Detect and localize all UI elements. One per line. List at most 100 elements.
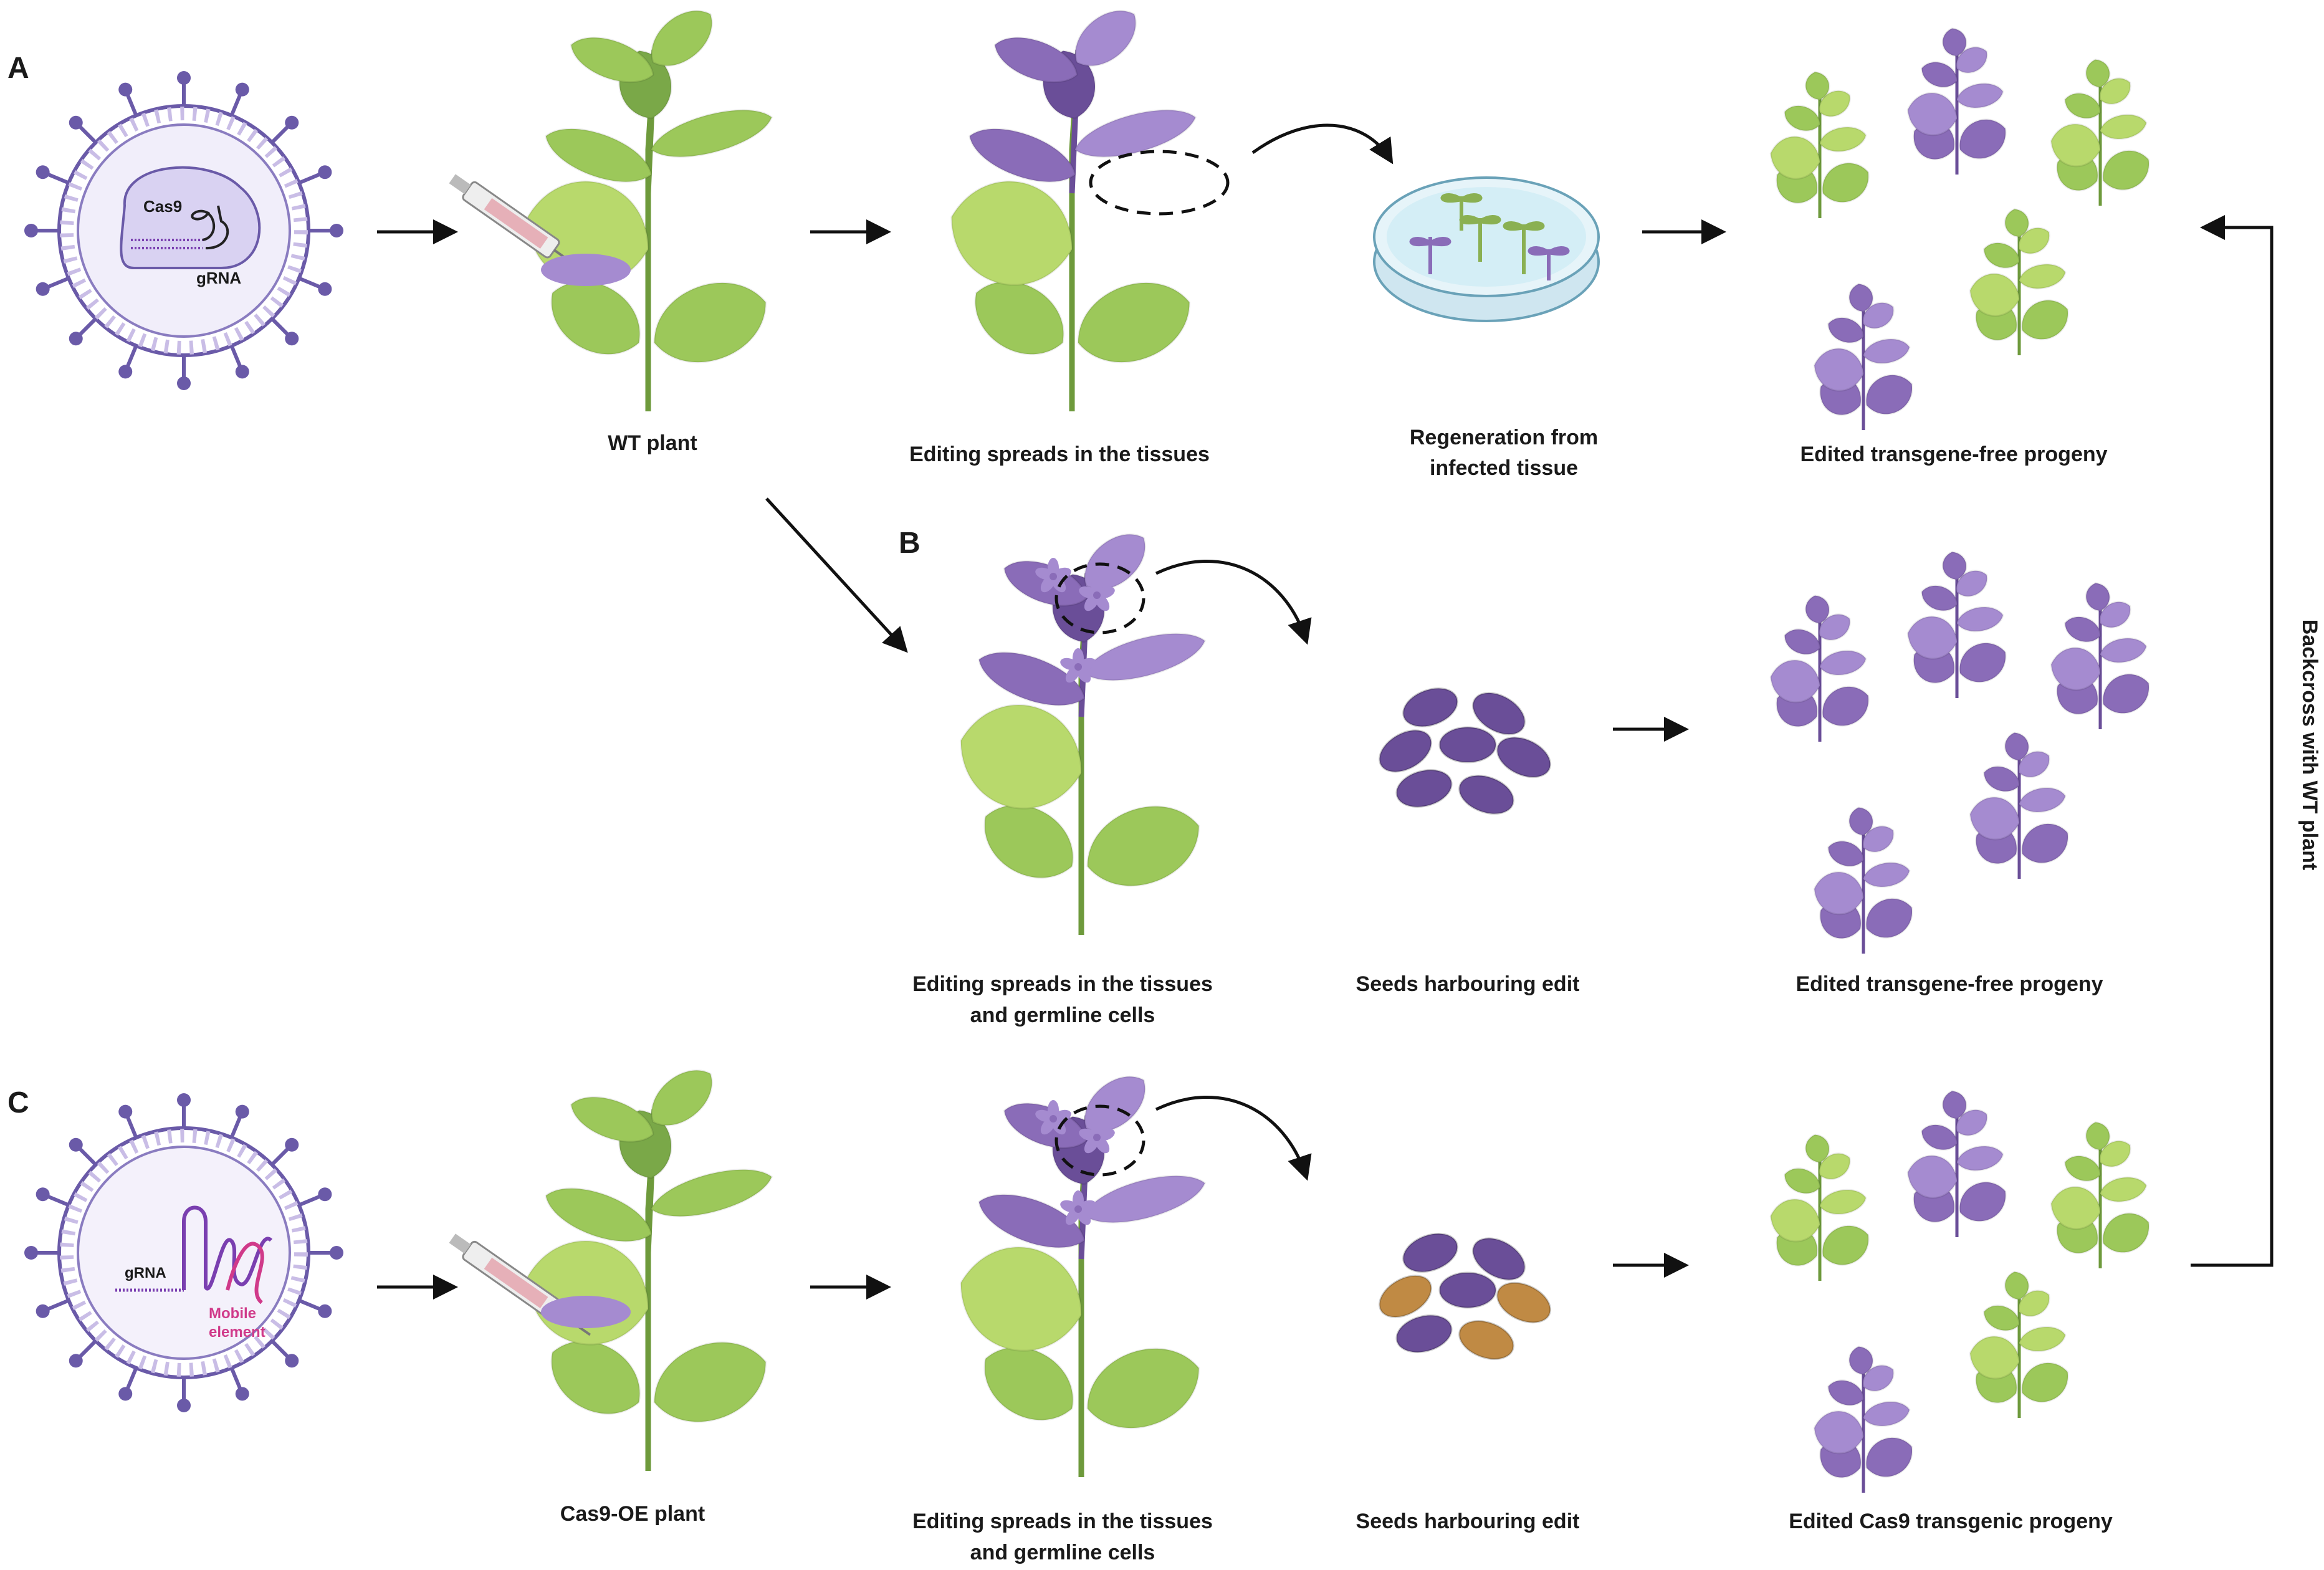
label-progeny-c: Edited Cas9 transgenic progeny xyxy=(1789,1510,2113,1533)
leaf xyxy=(1956,1145,2004,1172)
virus-particle-a: Cas9 gRNA xyxy=(24,71,343,390)
leaf xyxy=(2099,77,2131,105)
leaf-upper-right xyxy=(650,1169,773,1217)
leaf-large xyxy=(950,180,1073,286)
leaf xyxy=(2018,1326,2067,1352)
leaf xyxy=(1819,649,1867,676)
infiltration-spot-a xyxy=(541,254,631,286)
leaf xyxy=(2099,113,2148,140)
panel-label-c: C xyxy=(7,1086,29,1119)
cas9-label: Cas9 xyxy=(143,197,182,216)
leaf-bottom-right xyxy=(1086,1347,1200,1429)
progeny-plant-wt xyxy=(2050,59,2150,206)
leaf xyxy=(1769,135,1821,180)
leaf xyxy=(1848,1346,1874,1376)
label-wt-plant: WT plant xyxy=(608,431,697,455)
leaf-upper-right xyxy=(1074,109,1197,158)
leaf xyxy=(2085,582,2111,612)
label-editing-spreads-c-1: Editing spreads in the tissues xyxy=(912,1510,1213,1533)
label-progeny-b: Edited transgene-free progeny xyxy=(1796,972,2103,996)
seeds-purple xyxy=(1379,687,1551,815)
leaf-upper-left xyxy=(968,128,1076,183)
leaf xyxy=(1848,807,1874,836)
wt-plant xyxy=(527,10,773,411)
seed xyxy=(1395,769,1453,808)
infiltration-spot-c xyxy=(541,1296,631,1328)
leaf-upper-left xyxy=(978,1194,1086,1249)
dashed-circle-b xyxy=(1054,562,1145,634)
progeny-group-b xyxy=(1769,551,2150,954)
leaf xyxy=(1969,796,2020,841)
dashed-circle-a xyxy=(1089,150,1230,216)
leaf-top-right xyxy=(1084,534,1146,590)
leaf xyxy=(1862,825,1895,853)
label-seeds-b: Seeds harbouring edit xyxy=(1356,972,1580,996)
leaf xyxy=(1959,1181,2007,1222)
label-seeds-c: Seeds harbouring edit xyxy=(1356,1510,1580,1533)
leaf xyxy=(1956,82,2004,109)
leaf xyxy=(1906,92,1958,136)
progeny-plant-edited xyxy=(1969,732,2069,879)
leaf xyxy=(1784,628,1821,656)
leaf xyxy=(1906,615,1958,660)
leaf xyxy=(1784,1167,1821,1195)
leaf xyxy=(1819,90,1851,118)
label-editing-spreads-c-2: and germline cells xyxy=(970,1541,1155,1564)
seeds-mixed xyxy=(1379,1233,1551,1360)
leaf xyxy=(1956,1109,1988,1137)
edited-plant-a xyxy=(950,10,1197,411)
leaf xyxy=(1921,585,1958,612)
leaf xyxy=(1827,1379,1865,1407)
leaf-top-right xyxy=(1074,10,1137,67)
leaf xyxy=(1956,46,1988,74)
leaf xyxy=(1819,613,1851,641)
leaf xyxy=(1865,897,1913,939)
leaf xyxy=(1819,1189,1867,1215)
progeny-plant-edited xyxy=(1906,551,2007,698)
leaf xyxy=(2102,1212,2150,1253)
progeny-plant-wt xyxy=(1769,71,1870,218)
leaf xyxy=(1865,1437,1913,1478)
flower xyxy=(1079,577,1115,611)
flower xyxy=(1060,1190,1096,1225)
leaf xyxy=(2064,1155,2102,1182)
leaf-upper-right xyxy=(650,109,773,158)
leaf-bottom-right xyxy=(653,282,767,363)
leaf xyxy=(2099,637,2148,664)
leaf xyxy=(1865,374,1913,415)
leaf-bottom-left xyxy=(983,804,1074,879)
leaf xyxy=(1827,840,1865,868)
label-backcross: Backcross with WT plant xyxy=(2298,620,2322,870)
seed xyxy=(1458,1320,1514,1360)
progeny-plant-wt xyxy=(1969,1271,2069,1418)
leaf xyxy=(1956,570,1988,598)
leaf xyxy=(1819,126,1867,153)
leaf-bottom-left xyxy=(974,280,1064,355)
leaf xyxy=(1941,551,1968,581)
leaf xyxy=(2099,1176,2148,1203)
leaf xyxy=(1969,272,2020,317)
flower xyxy=(1060,648,1096,683)
arrow-b1 xyxy=(1155,559,1312,645)
label-editing-spreads-b-1: Editing spreads in the tissues xyxy=(912,972,1213,996)
leaf xyxy=(1813,347,1865,392)
leaf xyxy=(1969,1335,2020,1380)
seed xyxy=(1402,1233,1458,1273)
mobile-element-label-2: element xyxy=(209,1324,265,1341)
leaf xyxy=(2085,59,2111,89)
leaf-bottom-left xyxy=(983,1346,1074,1421)
seed xyxy=(1379,729,1432,773)
leaf xyxy=(1862,338,1911,365)
arrow-a3 xyxy=(1251,123,1394,165)
leaf xyxy=(1813,871,1865,916)
leaf xyxy=(1941,27,1968,57)
leaf xyxy=(1822,686,1870,727)
leaf xyxy=(2018,227,2050,255)
leaf-top-left xyxy=(993,36,1078,84)
leaf xyxy=(1956,606,2004,633)
leaf xyxy=(1769,1198,1821,1243)
leaf xyxy=(1819,1152,1851,1180)
leaf-bottom-right xyxy=(653,1341,767,1423)
seed xyxy=(1458,775,1514,815)
